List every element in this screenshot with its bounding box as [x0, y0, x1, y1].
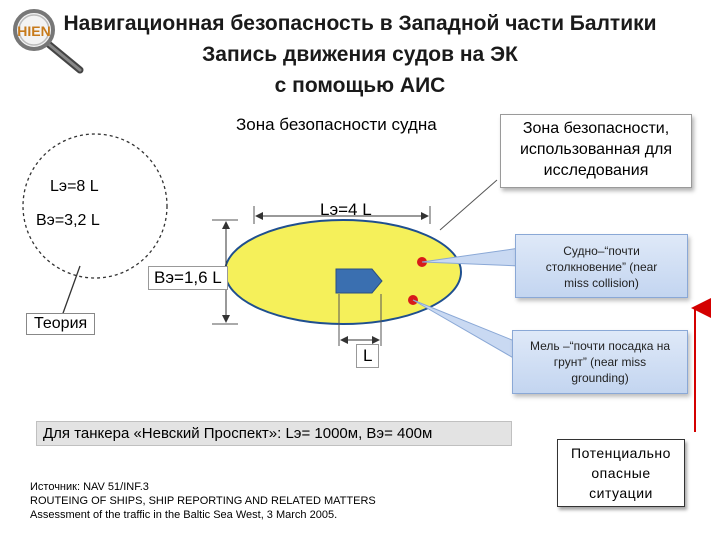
source-line-3: Assessment of the traffic in the Baltic …	[30, 509, 338, 521]
research-zone-line-2: использованная для	[519, 141, 673, 158]
potential-line-1: Потенциально	[571, 445, 671, 461]
magnifier-logo-icon: HIEN	[13, 9, 84, 74]
potential-danger-box: Потенциально опасные ситуации	[557, 439, 685, 507]
potential-line-2: опасные	[591, 465, 651, 481]
ship-shape	[335, 268, 383, 294]
research-zone-box: Зона безопасности, использованная для ис…	[500, 114, 692, 188]
theory-label-box: Теория	[26, 313, 96, 335]
logo-text: HIEN	[17, 23, 50, 39]
title-line-1: Навигационная безопасность в Западной ча…	[63, 12, 657, 35]
theory-length-label: Lэ=8 L	[50, 178, 99, 195]
source-note: Источник: NAV 51/INF.3 ROUTEING OF SHIPS…	[30, 480, 376, 522]
near-grounding-line-3: grounding)	[571, 371, 629, 385]
near-collision-line-2: столкновение” (near	[545, 260, 658, 274]
near-grounding-callout: Мель –“почти посадка на грунт” (near mis…	[512, 330, 688, 394]
theory-width-label: Bэ=3,2 L	[36, 212, 100, 229]
title-line-2: Запись движения судов на ЭК	[202, 43, 518, 66]
research-zone-line-1: Зона безопасности,	[522, 120, 670, 137]
near-collision-line-3: miss collision)	[564, 276, 639, 290]
near-grounding-line-1: Мель –“почти посадка на	[529, 339, 671, 353]
near-grounding-pointer	[412, 299, 518, 361]
source-line-1: Источник: NAV 51/INF.3	[30, 481, 149, 493]
source-line-2: ROUTEING OF SHIPS, SHIP REPORTING AND RE…	[30, 495, 376, 507]
potential-line-3: ситуации	[589, 485, 653, 501]
near-collision-line-1: Судно–“почти	[563, 244, 640, 258]
ship-safety-zone-label: Зона безопасности судна	[236, 115, 437, 134]
tanker-note: Для танкера «Невский Проспект»: Lэ= 1000…	[36, 421, 512, 446]
near-grounding-line-2: грунт” (near miss	[553, 355, 647, 369]
near-collision-callout: Судно–“почти столкновение” (near miss co…	[515, 234, 688, 298]
research-zone-line-3: исследования	[543, 162, 649, 179]
page-title: Навигационная безопасность в Западной ча…	[0, 8, 720, 101]
title-line-3: с помощью АИС	[274, 74, 446, 97]
research-box-pointer	[439, 179, 498, 231]
research-length-label: Lэ=4 L	[320, 200, 372, 219]
theory-zone-circle	[22, 133, 168, 279]
theory-pointer-line	[61, 265, 81, 317]
research-width-label: Bэ=1,6 L	[148, 266, 228, 290]
ship-length-label: L	[356, 344, 380, 368]
